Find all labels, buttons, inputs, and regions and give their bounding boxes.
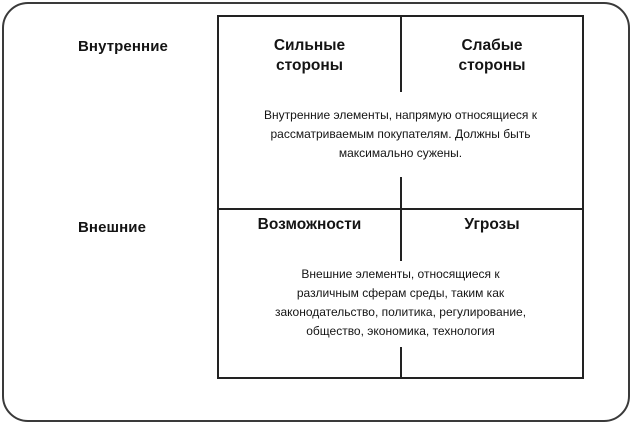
quadrant-title-opportunities: Возможности bbox=[257, 216, 362, 233]
swot-grid: Сильные стороны Слабые стороны Возможнос… bbox=[217, 15, 584, 379]
quadrant-title-threats: Угрозы bbox=[464, 216, 520, 233]
vertical-divider-bottom bbox=[400, 347, 402, 379]
quadrant-title-strengths: Сильные стороны bbox=[273, 37, 346, 74]
external-description: Внешние элементы, относящиеся к различны… bbox=[219, 265, 582, 341]
vertical-divider-middle bbox=[400, 177, 402, 261]
quadrant-title-weaknesses: Слабые стороны bbox=[458, 37, 526, 74]
diagram-frame bbox=[2, 2, 630, 422]
vertical-divider-top bbox=[400, 17, 402, 92]
horizontal-divider bbox=[219, 208, 582, 210]
row-label-external: Внешние bbox=[78, 219, 147, 236]
internal-description: Внутренние элементы, напрямую относящиес… bbox=[219, 106, 582, 163]
row-label-internal: Внутренние bbox=[78, 38, 168, 55]
